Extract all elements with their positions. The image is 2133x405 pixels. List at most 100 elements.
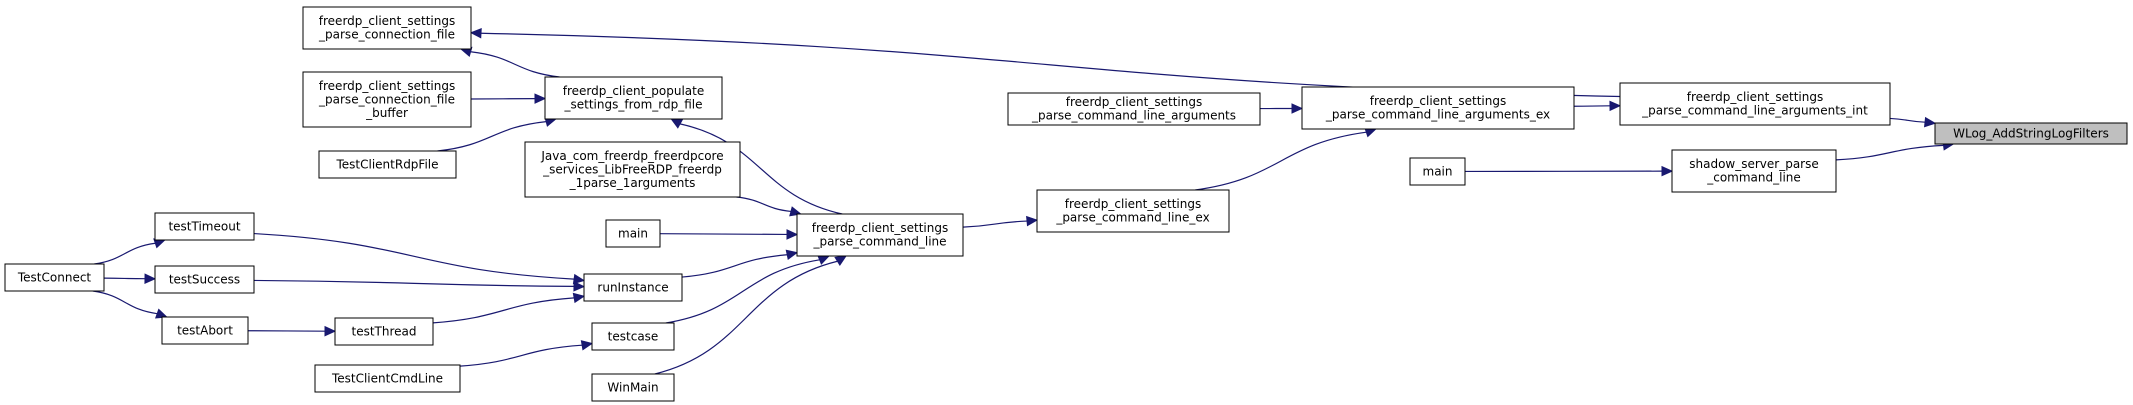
edge-line xyxy=(437,121,547,152)
node-pcl_ex[interactable]: freerdp_client_settings_parse_command_li… xyxy=(1036,189,1230,233)
edge-line xyxy=(681,254,788,278)
edge-connect-to-abort xyxy=(92,290,168,319)
edge-arrowhead xyxy=(324,325,337,337)
edge-line xyxy=(962,220,1028,228)
node-label-line: _command_line xyxy=(1706,171,1801,185)
edge-timeout-to-runinst xyxy=(253,232,586,285)
node-thread[interactable]: testThread xyxy=(334,317,434,346)
node-label-line: _parse_connection_file xyxy=(318,92,455,106)
node-label-line: testTimeout xyxy=(168,219,240,233)
node-box xyxy=(1007,92,1261,126)
node-box xyxy=(605,219,661,248)
edge-line xyxy=(470,51,560,78)
node-runinst[interactable]: runInstance xyxy=(583,273,683,302)
edge-line xyxy=(654,260,838,375)
node-box xyxy=(1619,82,1891,126)
node-label-line: _1parse_1arguments xyxy=(569,176,696,190)
edge-thread-to-runinst xyxy=(432,292,586,324)
node-label-line: freerdp_client_settings xyxy=(1687,90,1823,104)
node-box xyxy=(544,76,723,120)
edge-arrowhead xyxy=(834,255,848,267)
edge-line xyxy=(1889,117,1926,123)
node-box xyxy=(583,273,683,302)
edge-pcl-to-pcl_ex xyxy=(962,215,1039,228)
node-label-line: TestClientCmdLine xyxy=(331,371,443,385)
node-label-line: Java_com_freerdp_freerdpcore xyxy=(540,149,723,163)
node-populate[interactable]: freerdp_client_populate_settings_from_rd… xyxy=(544,76,723,120)
node-box xyxy=(314,364,461,393)
node-label-line: testcase xyxy=(608,329,659,343)
node-box xyxy=(302,71,472,128)
node-label-line: _parse_connection_file xyxy=(318,28,455,42)
edge-arrowhead xyxy=(469,27,482,39)
edge-abort-to-thread xyxy=(247,325,337,337)
edge-main_l-to-pcl xyxy=(659,229,799,240)
node-cmdline[interactable]: TestClientCmdLine xyxy=(314,364,461,393)
node-wlog[interactable]: WLog_AddStringLogFilters xyxy=(1934,122,2128,145)
edge-line xyxy=(736,196,792,213)
edge-arrowhead xyxy=(580,340,594,351)
node-success[interactable]: testSuccess xyxy=(154,265,255,294)
node-box xyxy=(302,6,472,50)
node-label-line: testThread xyxy=(351,324,416,338)
edge-connect-to-success xyxy=(103,273,157,284)
node-label-line: _buffer xyxy=(365,106,408,120)
node-box xyxy=(591,373,675,402)
node-connect[interactable]: TestConnect xyxy=(4,263,105,292)
node-label-line: freerdp_client_settings xyxy=(1066,95,1202,109)
node-winmain[interactable]: WinMain xyxy=(591,373,675,402)
node-box xyxy=(4,263,105,292)
node-box xyxy=(591,322,675,351)
edge-arrowhead xyxy=(1291,103,1304,114)
node-label-line: freerdp_client_settings xyxy=(1370,94,1506,108)
node-box xyxy=(154,212,255,241)
node-box xyxy=(1036,189,1230,233)
edge-line xyxy=(253,232,575,280)
edge-cla_ex-to-cla_int xyxy=(1573,100,1622,112)
node-shadow[interactable]: shadow_server_parse_command_line xyxy=(1671,149,1837,193)
edge-arrowhead xyxy=(1923,116,1937,128)
edge-arrowhead xyxy=(572,273,586,285)
node-timeout[interactable]: testTimeout xyxy=(154,212,255,241)
node-box xyxy=(1301,86,1575,130)
node-box xyxy=(154,265,255,294)
edge-line xyxy=(1195,131,1367,191)
node-box xyxy=(1409,157,1466,186)
node-conn_file[interactable]: freerdp_client_settings_parse_connection… xyxy=(302,6,472,50)
edge-runinst-to-pcl xyxy=(681,249,799,278)
node-pcl[interactable]: freerdp_client_settings_parse_command_li… xyxy=(796,213,964,257)
node-conn_buf[interactable]: freerdp_client_settings_parse_connection… xyxy=(302,71,472,128)
node-label-line: main xyxy=(618,226,648,240)
node-rdpfile[interactable]: TestClientRdpFile xyxy=(318,150,457,179)
edge-line xyxy=(92,290,158,315)
node-cla[interactable]: freerdp_client_settings_parse_command_li… xyxy=(1007,92,1261,126)
edge-main_r-to-shadow xyxy=(1464,165,1674,177)
node-label-line: runInstance xyxy=(597,280,668,294)
node-testcase[interactable]: testcase xyxy=(591,322,675,351)
edge-conn_buf-to-populate xyxy=(470,93,547,104)
node-label-line: testSuccess xyxy=(169,272,240,286)
edge-success-to-runinst xyxy=(253,279,586,292)
node-abort[interactable]: testAbort xyxy=(161,316,249,345)
node-label-line: WLog_AddStringLogFilters xyxy=(1953,126,2109,140)
node-cla_int[interactable]: freerdp_client_settings_parse_command_li… xyxy=(1619,82,1891,126)
edge-arrowhead xyxy=(817,255,831,265)
edge-line xyxy=(94,242,156,265)
node-box xyxy=(796,213,964,257)
node-label-line: _parse_command_line_arguments_int xyxy=(1641,104,1868,118)
node-label-line: _settings_from_rdp_file xyxy=(563,98,702,112)
node-label-line: _parse_command_line_ex xyxy=(1055,211,1209,225)
node-label-line: TestClientRdpFile xyxy=(335,157,438,171)
node-box xyxy=(334,317,434,346)
node-main_r[interactable]: main xyxy=(1409,157,1466,186)
edge-arrowhead xyxy=(144,273,157,284)
edge-arrowhead xyxy=(572,292,586,304)
call-graph-nodes: WLog_AddStringLogFilters freerdp_client_s… xyxy=(4,6,2128,402)
node-java[interactable]: Java_com_freerdp_freerdpcore_services_Li… xyxy=(524,141,741,198)
node-main_l[interactable]: main xyxy=(605,219,661,248)
edge-line xyxy=(665,259,820,324)
edge-arrowhead xyxy=(534,93,547,104)
edge-line xyxy=(679,123,843,215)
node-cla_ex[interactable]: freerdp_client_settings_parse_command_li… xyxy=(1301,86,1575,130)
